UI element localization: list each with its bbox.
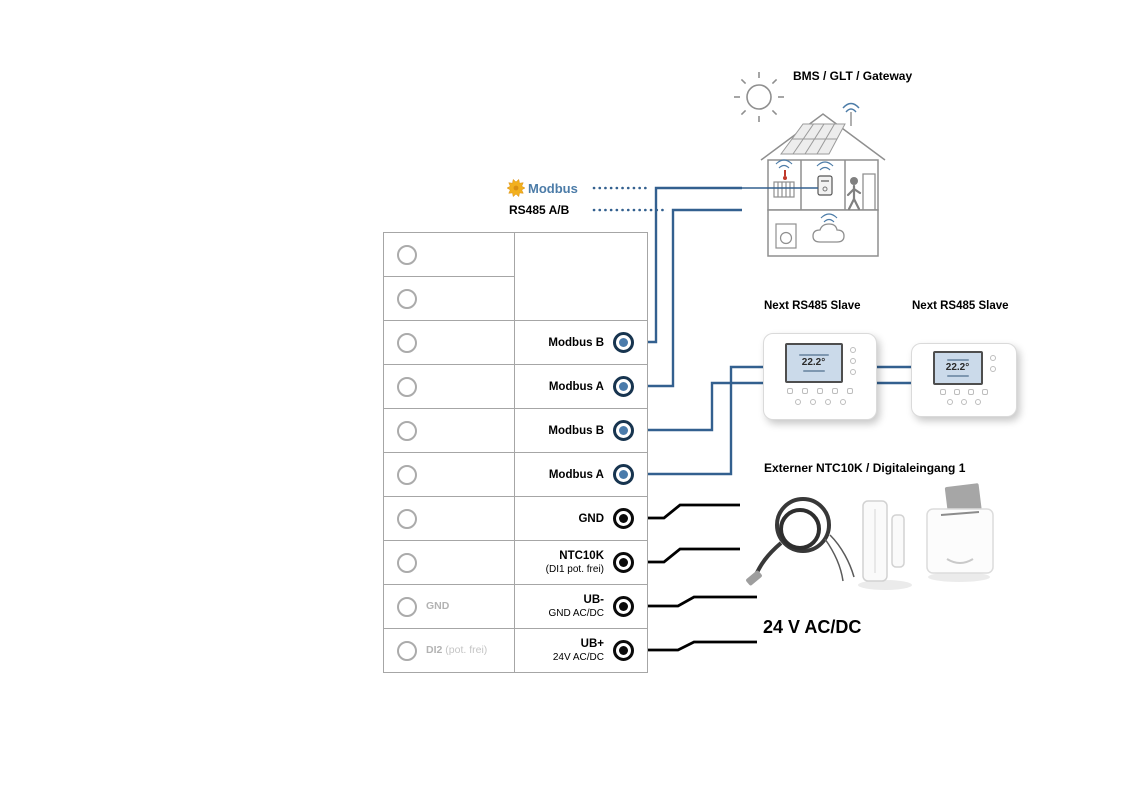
terminal-ntc10k: NTC10K(DI1 pot. frei) bbox=[514, 540, 648, 585]
terminal-row-left-7 bbox=[383, 496, 515, 541]
device-screen: 22.2° bbox=[784, 343, 843, 383]
gnd-connector bbox=[613, 508, 634, 529]
terminal-row-left-1 bbox=[383, 232, 515, 277]
door-icon bbox=[862, 173, 876, 210]
modbus-label: Modbus bbox=[528, 180, 578, 196]
screen-temperature: 22.2° bbox=[945, 362, 970, 373]
device-button-icon bbox=[968, 389, 974, 395]
device-button-icon bbox=[940, 389, 946, 395]
terminal-gnd: GND bbox=[514, 496, 648, 541]
external-input-label: Externer NTC10K / Digitaleingang 1 bbox=[764, 461, 966, 475]
modbus-gear-icon bbox=[507, 179, 525, 197]
terminal-row-left-4 bbox=[383, 364, 515, 409]
screen-temperature: 22.2° bbox=[801, 357, 826, 368]
terminal-modbus-a-2: Modbus A bbox=[514, 452, 648, 497]
sensor-illustrations bbox=[746, 483, 994, 590]
device-button-icon bbox=[849, 358, 856, 364]
device-button-icon bbox=[961, 399, 967, 405]
card-switch-icon bbox=[926, 483, 994, 582]
device-button-icon bbox=[824, 399, 831, 405]
device-button-icon bbox=[975, 399, 981, 405]
bms-gateway-label: BMS / GLT / Gateway bbox=[793, 69, 913, 83]
terminal-row-left-3 bbox=[383, 320, 515, 365]
terminal-screw bbox=[397, 464, 417, 485]
modbus-a-connector-2 bbox=[613, 464, 634, 485]
thermometer-icon bbox=[783, 170, 787, 180]
terminal-column-left: GND DI2 (pot. frei) bbox=[383, 232, 515, 673]
terminal-modbus-a-1: Modbus A bbox=[514, 364, 648, 409]
modbus-b-connector-1 bbox=[613, 332, 634, 353]
terminal-row-left-di2: DI2 (pot. frei) bbox=[383, 628, 515, 673]
modbus-b-connector-2 bbox=[613, 420, 634, 441]
radiator-icon bbox=[773, 181, 795, 198]
terminal-row-left-6 bbox=[383, 452, 515, 497]
device-button-icon bbox=[989, 355, 996, 361]
rs485-label: RS485 A/B bbox=[509, 203, 570, 217]
device-button-icon bbox=[947, 399, 953, 405]
device-button-icon bbox=[839, 399, 846, 405]
ntc-cable-icon bbox=[753, 497, 855, 582]
device-button-icon bbox=[847, 388, 853, 394]
device-button-icon bbox=[832, 388, 838, 394]
terminal-screw bbox=[397, 596, 417, 617]
terminal-screw bbox=[397, 332, 417, 353]
device-button-icon bbox=[849, 369, 856, 375]
terminal-screw bbox=[397, 376, 417, 397]
device-button-icon bbox=[989, 366, 996, 372]
terminal-row-left-gnd: GND bbox=[383, 584, 515, 629]
appliance-icon bbox=[775, 223, 797, 249]
smart-home-illustration bbox=[734, 72, 886, 257]
terminal-row-left-2 bbox=[383, 276, 515, 321]
terminal-screw bbox=[397, 244, 417, 265]
door-contact-icon bbox=[858, 500, 912, 590]
person-icon bbox=[846, 177, 862, 211]
ub-plus-connector bbox=[613, 640, 634, 661]
terminal-ub-plus: UB+24V AC/DC bbox=[514, 628, 648, 673]
wall-thermostat-icon bbox=[817, 175, 833, 196]
terminal-screw bbox=[397, 552, 417, 573]
cloud-icon bbox=[812, 223, 845, 243]
device-button-icon bbox=[787, 388, 793, 394]
sun-icon bbox=[734, 72, 784, 122]
slave1-label: Next RS485 Slave bbox=[764, 300, 861, 312]
terminal-screw bbox=[397, 288, 417, 309]
solar-panel-icon bbox=[780, 123, 846, 155]
slave2-label: Next RS485 Slave bbox=[912, 300, 1009, 312]
terminal-screw bbox=[397, 508, 417, 529]
wifi-icon bbox=[775, 159, 838, 223]
ub-minus-connector bbox=[613, 596, 634, 617]
device-button-icon bbox=[849, 347, 856, 353]
terminal-screw bbox=[397, 640, 417, 661]
device-screen: 22.2° bbox=[932, 351, 983, 385]
terminal-screw bbox=[397, 420, 417, 441]
terminal-column-right: Modbus B Modbus A Modbus B Modbus A GND … bbox=[514, 320, 648, 673]
ntc10k-connector bbox=[613, 552, 634, 573]
terminal-modbus-b-1: Modbus B bbox=[514, 320, 648, 365]
terminal-ub-minus: UB-GND AC/DC bbox=[514, 584, 648, 629]
device-button-icon bbox=[794, 399, 801, 405]
modbus-a-connector-1 bbox=[613, 376, 634, 397]
roof-antenna-icon bbox=[842, 102, 860, 126]
rs485-slave-device-1: 22.2° bbox=[763, 333, 877, 420]
device-button-icon bbox=[982, 389, 988, 395]
rs485-slave-device-2: 22.2° bbox=[911, 343, 1017, 417]
ntc-probe-tip bbox=[746, 570, 762, 586]
device-button-icon bbox=[802, 388, 808, 394]
terminal-row-left-5 bbox=[383, 408, 515, 453]
device-button-icon bbox=[817, 388, 823, 394]
device-button-icon bbox=[809, 399, 816, 405]
device-button-icon bbox=[954, 389, 960, 395]
terminal-modbus-b-2: Modbus B bbox=[514, 408, 648, 453]
modbus-logo: Modbus bbox=[507, 179, 578, 197]
terminal-row-left-8 bbox=[383, 540, 515, 585]
supply-voltage-label: 24 V AC/DC bbox=[763, 617, 862, 637]
